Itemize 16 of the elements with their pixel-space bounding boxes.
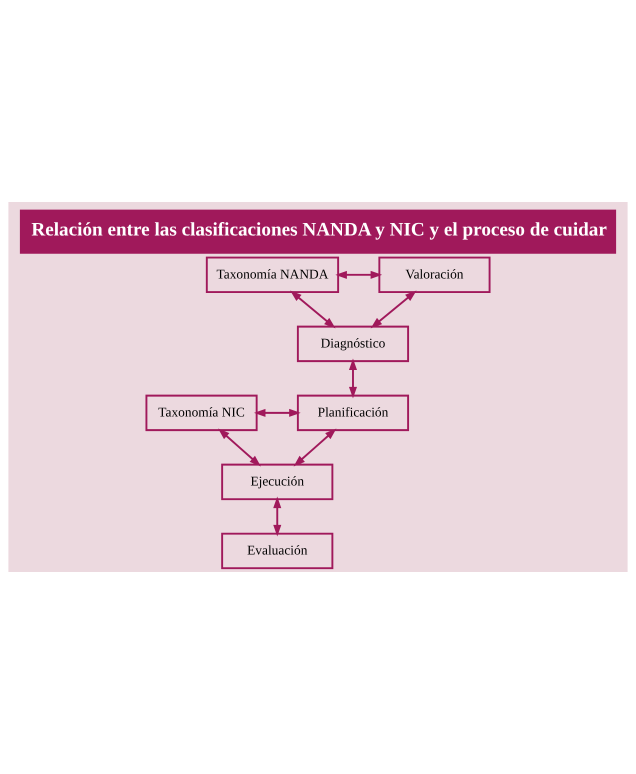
arrow <box>273 496 282 536</box>
arrow <box>370 290 417 328</box>
arrow <box>335 270 382 279</box>
arrow <box>294 428 336 466</box>
node-box: Taxonomía NIC <box>145 394 258 432</box>
arrow <box>290 290 336 328</box>
diagram-title: Relación entre las clasificaciones NANDA y NIC y el proceso de cuidar <box>31 220 607 241</box>
node-box: Valoración <box>378 256 491 294</box>
node-box: Diagnóstico <box>296 326 410 362</box>
arrow <box>254 408 301 417</box>
node-box: Ejecución <box>221 464 334 500</box>
node-box: Evaluación <box>221 532 334 570</box>
arrow <box>348 358 358 398</box>
node-box: Planificación <box>296 394 410 432</box>
arrow <box>218 428 261 466</box>
node-box: Taxonomía NANDA <box>206 256 340 294</box>
